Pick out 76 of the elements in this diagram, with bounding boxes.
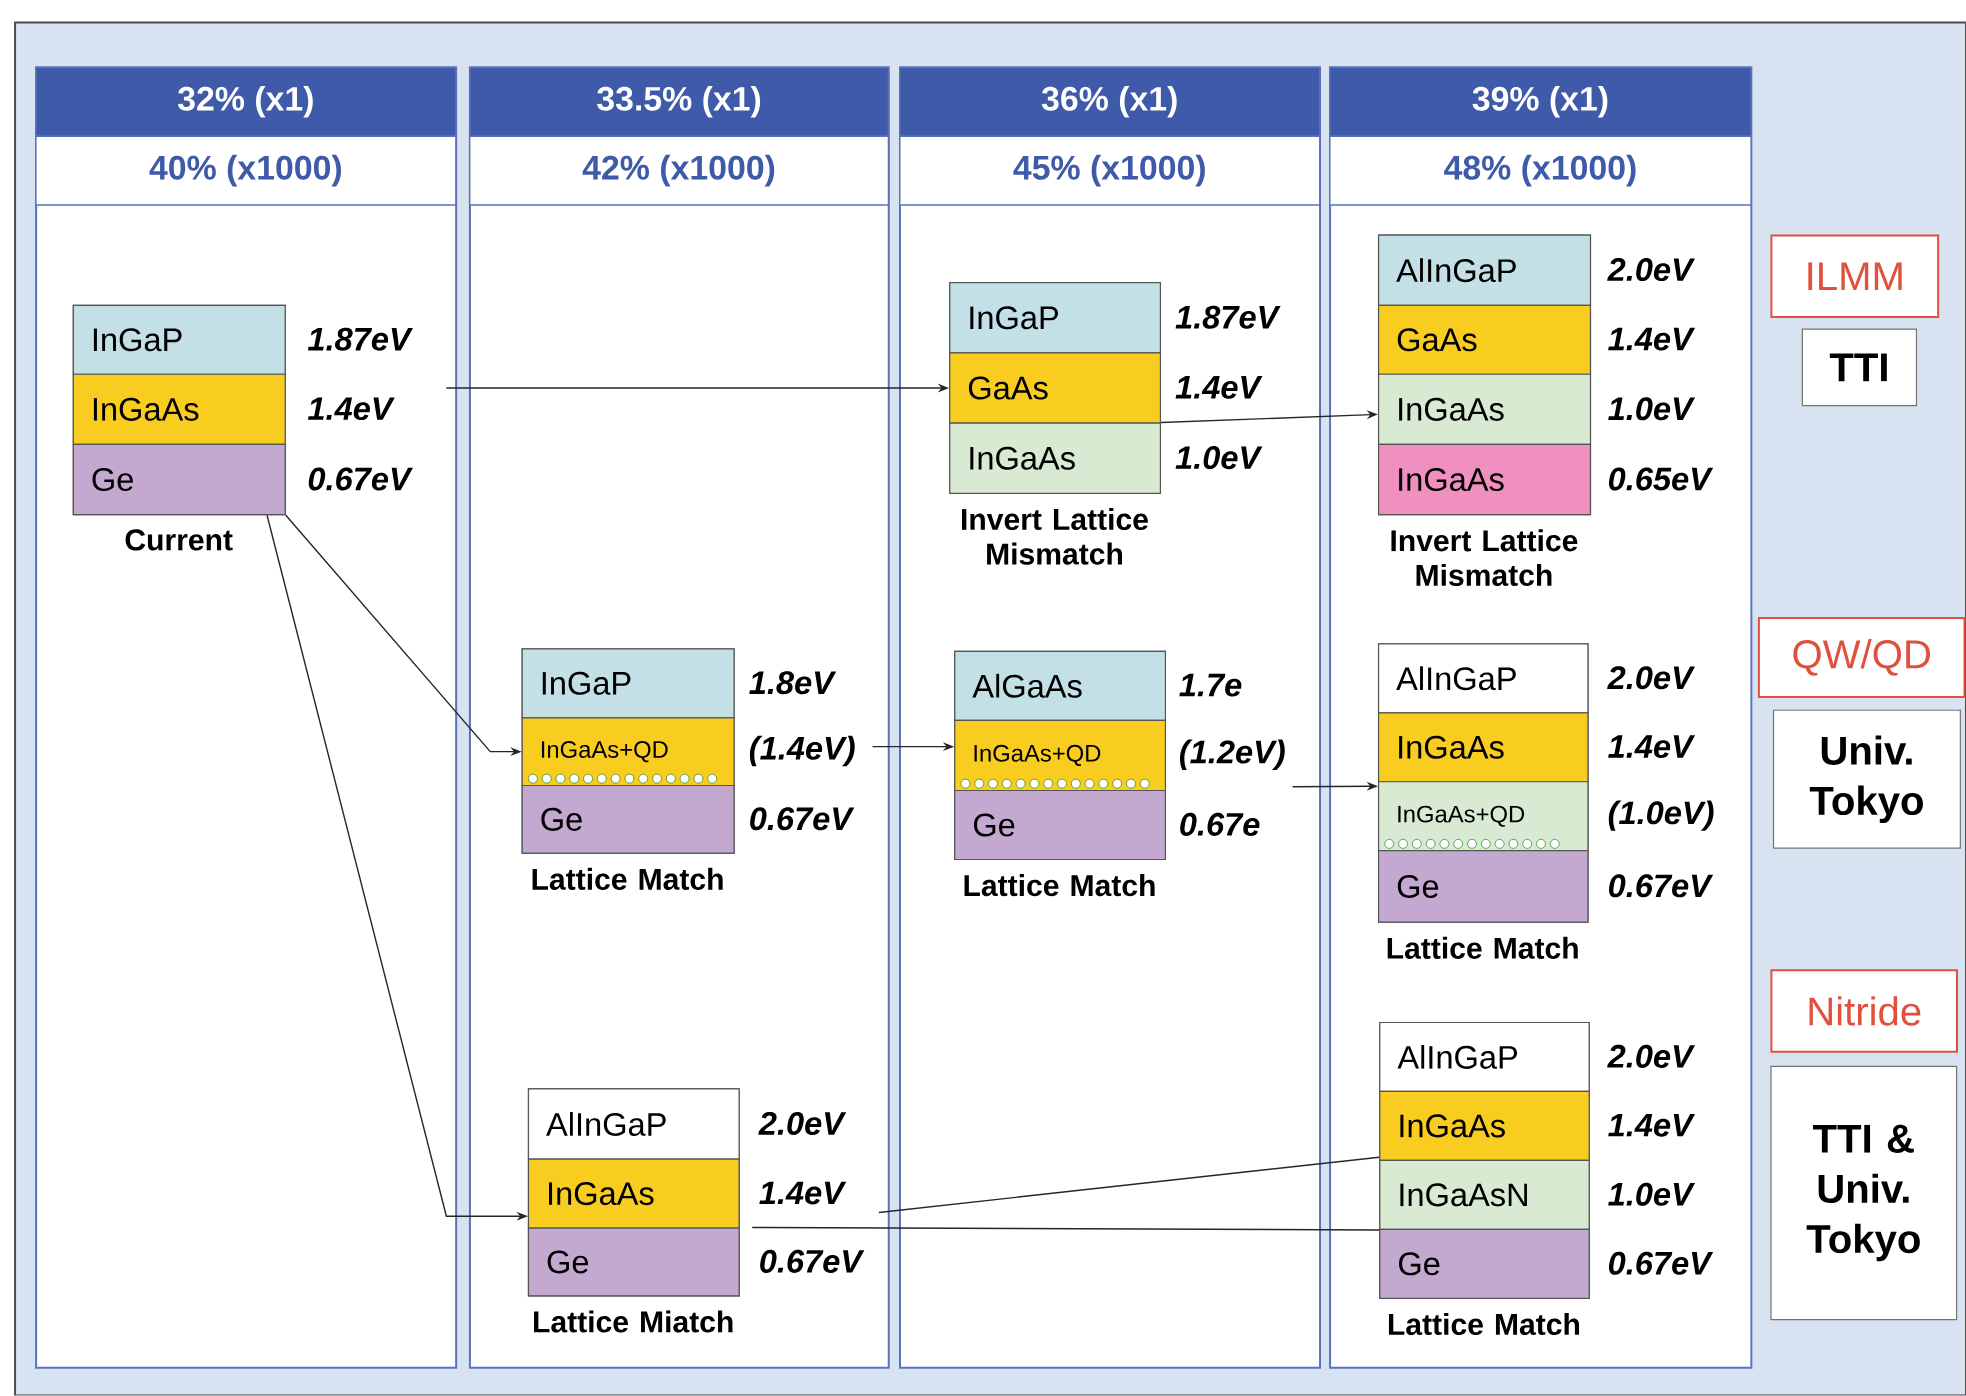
stack-caption: Lattice Miatch [534, 1310, 733, 1333]
energy-label: 1.0eV [1608, 1183, 1696, 1207]
group-label-box: TTI [1801, 328, 1918, 407]
subheader-band: 45% (x1000) [899, 135, 1321, 207]
stack-caption: Invert Lattice Mismatch [962, 508, 1148, 565]
energy-label: 1.4eV [759, 1181, 847, 1205]
semiconductor-layer: Ge [527, 1227, 740, 1297]
stack-caption: Lattice Match [532, 868, 723, 891]
semiconductor-layer: AlInGaP [1379, 1022, 1590, 1093]
energy-label: 1.8eV [749, 671, 837, 695]
energy-label: 1.0eV [1608, 397, 1696, 421]
header-band: 33.5% (x1) [468, 66, 890, 138]
stack-caption: Current [125, 529, 233, 551]
semiconductor-layer: InGaAs [949, 422, 1161, 495]
energy-label: (1.4eV) [749, 736, 855, 767]
energy-label: 1.4eV [307, 397, 395, 421]
energy-label: 2.0eV [1607, 666, 1696, 690]
subheader-band: 42% (x1000) [468, 135, 890, 207]
energy-label: 1.4eV [1608, 328, 1696, 351]
energy-label: 0.67eV [1609, 874, 1714, 898]
energy-label: 0.65eV [1609, 467, 1714, 491]
energy-label: (1.0eV) [1608, 800, 1714, 832]
energy-label: 2.0eV [1607, 258, 1696, 282]
group-label-box: TTI & Univ. Tokyo [1770, 1066, 1958, 1321]
semiconductor-layer: GaAs [949, 352, 1161, 424]
energy-label: 1.4eV [1175, 376, 1263, 400]
group-label-box: Nitride [1770, 969, 1958, 1053]
energy-label: 0.67eV [1609, 1251, 1714, 1275]
energy-label: 1.7e [1179, 674, 1242, 697]
subheader-band: 40% (x1000) [35, 135, 457, 207]
header-band: 39% (x1) [1329, 66, 1752, 138]
semiconductor-layer: AlInGaP [1377, 643, 1589, 714]
semiconductor-layer: Ge [1379, 1229, 1590, 1300]
energy-label: 0.67e [1180, 813, 1260, 837]
energy-label: 2.0eV [1607, 1045, 1696, 1069]
semiconductor-layer: InGaAs [1377, 712, 1589, 783]
semiconductor-layer: Ge [1377, 850, 1589, 923]
semiconductor-layer: InGaAs [527, 1158, 740, 1229]
stack-caption: Lattice Match [1387, 937, 1578, 960]
group-label-box: Univ. Tokyo [1772, 709, 1961, 850]
energy-label: 0.67eV [750, 807, 855, 831]
energy-label: 1.0eV [1175, 446, 1263, 470]
semiconductor-layer: AlInGaP [1377, 234, 1592, 307]
semiconductor-layer: InGaAs [1377, 373, 1592, 446]
semiconductor-layer: Ge [72, 444, 286, 516]
semiconductor-layer: InGaAs+QD [1377, 781, 1589, 852]
semiconductor-layer: Ge [954, 790, 1166, 861]
stack-caption: Invert Lattice Mismatch [1391, 529, 1578, 587]
energy-label: 2.0eV [758, 1112, 847, 1136]
semiconductor-layer: InGaP [521, 648, 735, 719]
semiconductor-layer: Ge [521, 785, 735, 855]
energy-label: 1.87eV [307, 327, 413, 351]
semiconductor-layer: InGaAs+QD [521, 717, 735, 787]
energy-label: 0.67eV [308, 467, 413, 491]
energy-label: 1.4eV [1608, 735, 1696, 759]
semiconductor-layer: InGaAs [1377, 444, 1592, 516]
header-band: 32% (x1) [35, 66, 457, 138]
subheader-band: 48% (x1000) [1329, 135, 1752, 207]
stack-caption: Lattice Match [964, 874, 1155, 897]
semiconductor-layer: InGaAs [72, 373, 286, 446]
energy-label: 0.67eV [760, 1250, 865, 1274]
semiconductor-layer: GaAs [1377, 304, 1592, 376]
group-label-box: ILMM [1770, 234, 1940, 319]
energy-label: 1.4eV [1608, 1114, 1696, 1137]
header-band: 36% (x1) [899, 66, 1321, 138]
semiconductor-layer: AlInGaP [527, 1088, 740, 1160]
semiconductor-layer: InGaP [949, 282, 1161, 354]
semiconductor-layer: AlGaAs [954, 651, 1166, 722]
stack-caption: Lattice Match [1388, 1313, 1579, 1336]
semiconductor-layer: InGaAs+QD [954, 719, 1166, 792]
semiconductor-layer: InGaAsN [1379, 1160, 1590, 1231]
semiconductor-layer: InGaAs [1379, 1091, 1590, 1162]
energy-label: (1.2eV) [1180, 739, 1285, 771]
group-label-box: QW/QD [1757, 617, 1966, 699]
semiconductor-layer: InGaP [72, 304, 286, 376]
energy-label: 1.87eV [1175, 305, 1281, 329]
